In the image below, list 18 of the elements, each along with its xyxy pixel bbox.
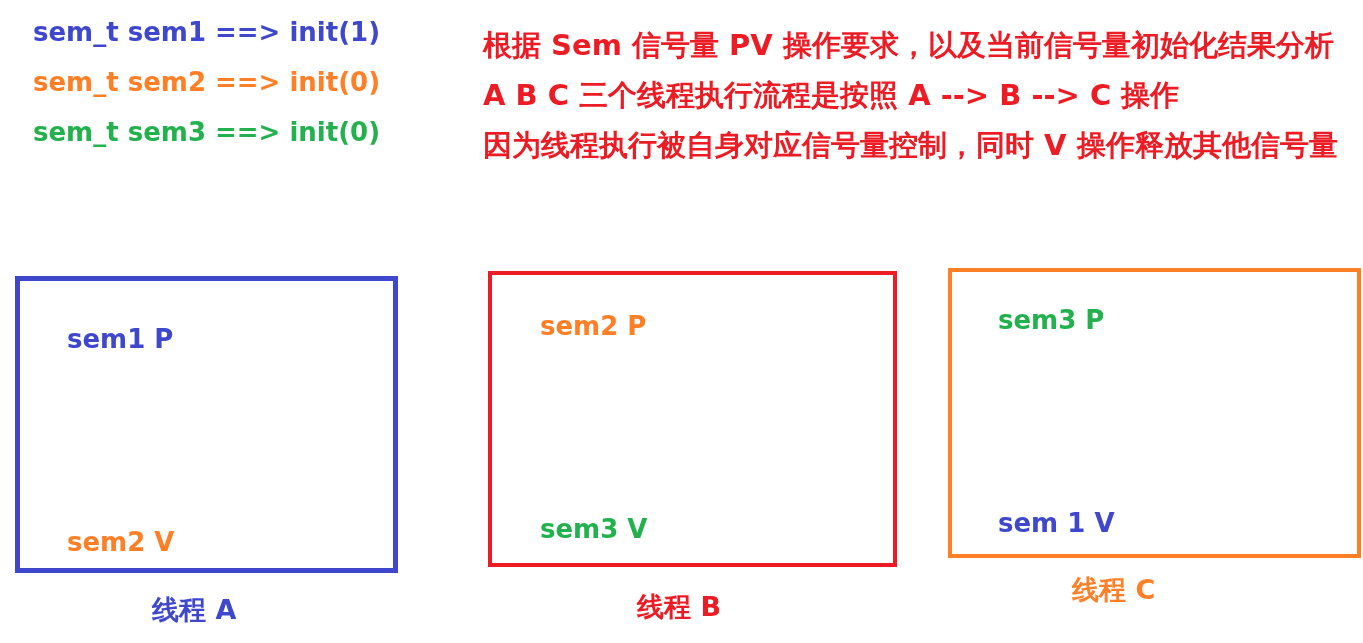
thread-box: [948, 268, 1361, 558]
semaphore-operation: sem3 V: [540, 514, 648, 545]
semaphore-init-line: sem_t sem1 ==> init(1): [33, 17, 381, 48]
thread-box: [488, 271, 897, 567]
analysis-note: 根据 Sem 信号量 PV 操作要求，以及当前信号量初始化结果分析: [483, 28, 1334, 63]
semaphore-init-line: sem_t sem2 ==> init(0): [33, 67, 381, 98]
semaphore-init-line: sem_t sem3 ==> init(0): [33, 117, 381, 148]
analysis-note: A B C 三个线程执行流程是按照 A --> B --> C 操作: [483, 78, 1180, 113]
thread-caption: 线程 B: [637, 591, 721, 623]
semaphore-operation: sem 1 V: [998, 508, 1115, 539]
thread-caption: 线程 C: [1072, 574, 1156, 606]
semaphore-operation: sem1 P: [67, 324, 174, 355]
semaphore-operation: sem2 V: [67, 527, 175, 558]
semaphore-operation: sem3 P: [998, 305, 1105, 336]
thread-caption: 线程 A: [152, 594, 237, 626]
analysis-note: 因为线程执行被自身对应信号量控制，同时 V 操作释放其他信号量: [483, 128, 1338, 163]
semaphore-operation: sem2 P: [540, 311, 647, 342]
thread-box: [15, 276, 398, 573]
